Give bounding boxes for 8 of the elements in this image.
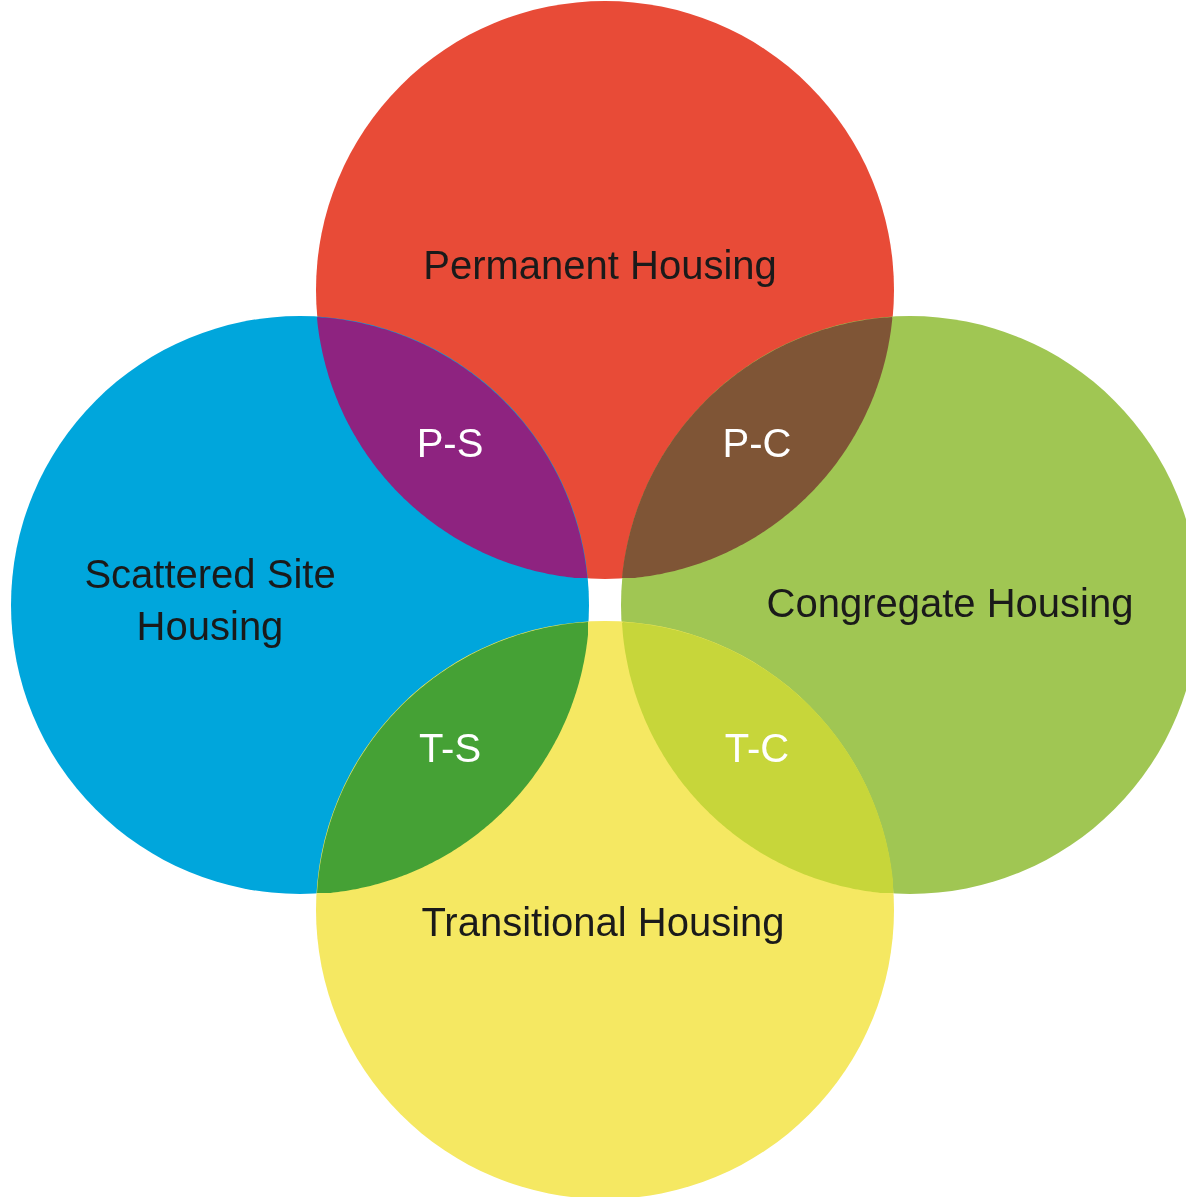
overlap-label: T-S	[418, 725, 482, 772]
circle-label: Congregate Housing	[766, 580, 1134, 627]
overlap-label: P-S	[416, 420, 484, 467]
circle-label: Transitional Housing	[421, 899, 785, 946]
circle-label: Permanent Housing	[423, 242, 777, 289]
circle-label: Scattered Site Housing	[83, 551, 337, 650]
overlap-label: P-C	[722, 420, 792, 467]
overlap-label: T-C	[724, 725, 790, 772]
